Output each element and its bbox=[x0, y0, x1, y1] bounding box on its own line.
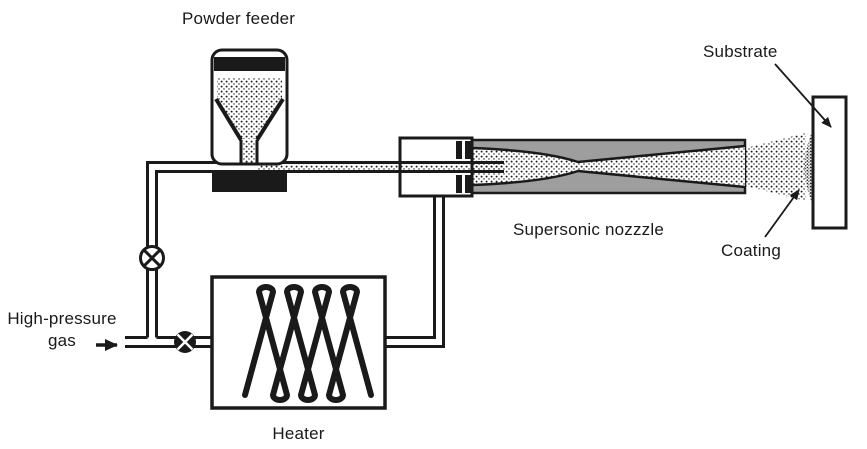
feeder-neck-walls bbox=[239, 140, 259, 163]
flange-bar bbox=[465, 141, 471, 159]
high-pressure-gas-label-line2: gas bbox=[47, 331, 76, 350]
flange-bar bbox=[465, 175, 471, 193]
coating-deposit bbox=[804, 130, 813, 205]
feeder-neck-stipple bbox=[242, 140, 256, 163]
high-pressure-gas-label: High-pressure gas bbox=[0, 308, 124, 352]
coating-pointer-arrow bbox=[764, 189, 800, 238]
gas-line-valve bbox=[174, 331, 196, 353]
powder-injection-tube bbox=[146, 161, 504, 338]
tube-powder-stipple bbox=[258, 164, 504, 171]
valve-x-mark bbox=[176, 333, 194, 351]
heater bbox=[210, 275, 387, 410]
valve-x-mark bbox=[142, 248, 162, 268]
substrate-label: Substrate bbox=[703, 42, 778, 61]
nozzle-contour-bottom bbox=[471, 169, 746, 189]
flange-bar bbox=[456, 141, 462, 159]
nozzle-contour-top bbox=[471, 144, 746, 164]
gas-piping bbox=[125, 197, 445, 348]
substrate-pointer-arrow bbox=[774, 63, 832, 128]
feeder-lid-band bbox=[214, 57, 285, 71]
heater-label: Heater bbox=[272, 424, 325, 443]
powder-feeder bbox=[210, 48, 289, 192]
substrate-plate bbox=[811, 95, 848, 230]
supersonic-nozzle-label: Supersonic nozzzle bbox=[513, 220, 665, 239]
spray-plume bbox=[746, 133, 806, 201]
heater-coil bbox=[242, 284, 374, 403]
high-pressure-gas-label-line1: High-pressure bbox=[7, 309, 117, 328]
powder-line-valve bbox=[139, 245, 165, 271]
tube-wall-outer bbox=[146, 161, 504, 338]
nozzle-channel-powder-stipple bbox=[472, 146, 745, 187]
coating-label: Coating bbox=[721, 241, 781, 260]
tube-wall-inner bbox=[155, 170, 504, 338]
powder-feeder-label: Powder feeder bbox=[182, 9, 296, 28]
funnel-walls bbox=[214, 97, 285, 142]
feeder-base-block bbox=[212, 172, 287, 192]
heater-outlet-pipe-outer-wall bbox=[385, 197, 445, 348]
heater-outlet-pipe-inner-wall bbox=[385, 197, 436, 339]
flange-bar bbox=[456, 175, 462, 193]
supersonic-nozzle bbox=[470, 138, 747, 195]
